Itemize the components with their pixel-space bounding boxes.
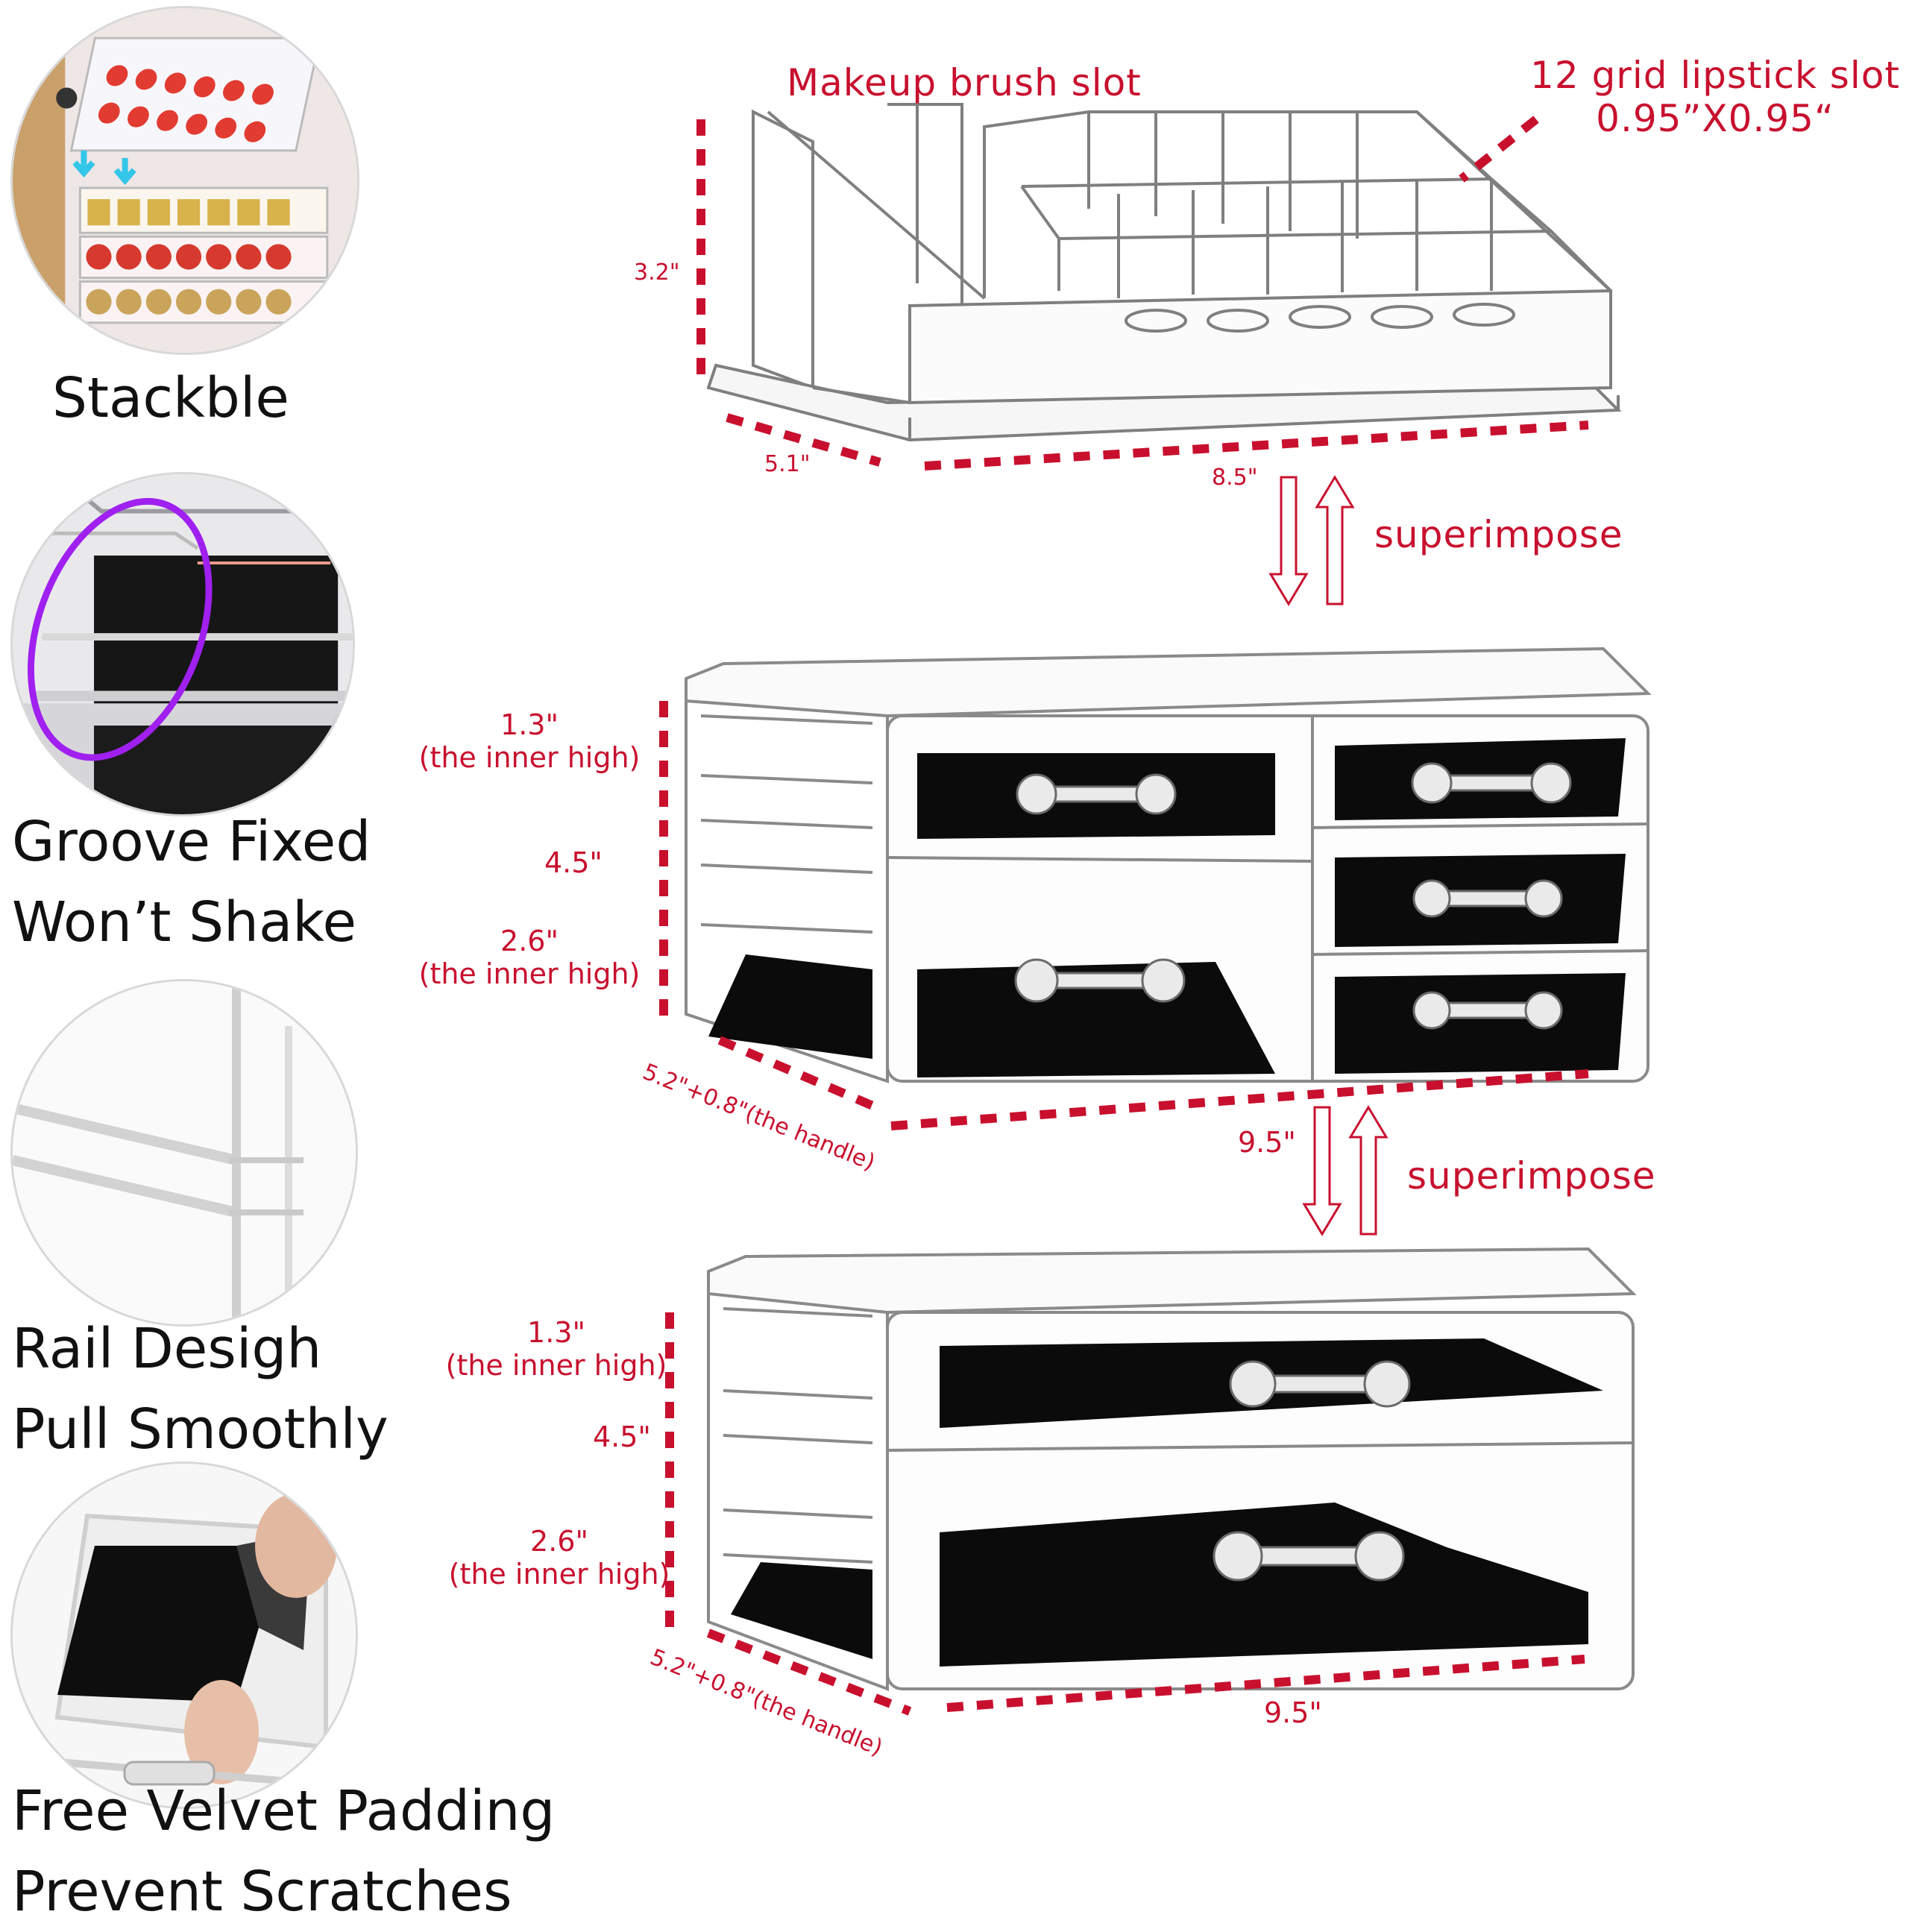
superimpose-arrows-icon	[1301, 1104, 1391, 1238]
bottom-bottom-drawer-value: 2.6"	[530, 1525, 588, 1558]
feature-caption-velvet: Free Velvet Padding Prevent Scratches	[12, 1771, 555, 1932]
superimpose-label: superimpose	[1374, 513, 1623, 556]
feature-caption-line: Rail Desigh	[12, 1317, 322, 1381]
feature-caption-line: Won’t Shake	[12, 890, 357, 954]
middle-top-drawer-value: 1.3"	[500, 708, 559, 741]
groove-photo-icon	[10, 472, 355, 816]
feature-caption-rail: Rail Desigh Pull Smoothly	[12, 1309, 389, 1470]
feature-caption-stackable: Stackble	[52, 358, 289, 438]
middle-drawer-unit	[679, 641, 1663, 1111]
superimpose-label: superimpose	[1407, 1154, 1656, 1198]
middle-top-drawer-note: (the inner high)	[418, 741, 641, 774]
feature-caption-groove: Groove Fixed Won’t Shake	[12, 802, 371, 963]
feature-caption-line: Groove Fixed	[12, 810, 371, 874]
middle-bottom-drawer-note: (the inner high)	[418, 957, 641, 990]
middle-top-drawer-height: 1.3" (the inner high)	[418, 708, 641, 774]
top-depth-label: 5.1"	[764, 451, 811, 477]
top-width-label: 8.5"	[1212, 465, 1258, 491]
bottom-total-height: 4.5"	[593, 1420, 651, 1453]
bottom-bottom-drawer-height: 2.6" (the inner high)	[447, 1525, 671, 1590]
rail-photo-icon	[10, 979, 358, 1327]
feature-caption-line: Free Velvet Padding	[12, 1779, 556, 1843]
feature-caption-line: Pull Smoothly	[12, 1397, 389, 1461]
feature-caption-line: Stackble	[52, 366, 289, 430]
middle-total-height: 4.5"	[544, 846, 603, 879]
middle-width-label: 9.5"	[1238, 1126, 1296, 1159]
lipstick-slot-label: 12 grid lipstick slot 0.95”X0.95“	[1521, 54, 1909, 140]
bottom-drawer-unit	[701, 1242, 1641, 1704]
top-organizer	[671, 97, 1655, 462]
middle-bottom-drawer-value: 2.6"	[500, 925, 559, 957]
bottom-top-drawer-height: 1.3" (the inner high)	[444, 1316, 668, 1382]
top-height-label: 3.2"	[634, 259, 680, 286]
stacking-photo-icon	[10, 6, 359, 355]
feature-caption-line: Prevent Scratches	[12, 1860, 512, 1924]
middle-bottom-drawer-height: 2.6" (the inner high)	[418, 925, 641, 990]
bottom-top-drawer-note: (the inner high)	[445, 1349, 667, 1382]
velvet-photo-icon	[10, 1461, 358, 1809]
superimpose-arrows-icon	[1268, 473, 1357, 608]
brush-slot-label: Makeup brush slot	[787, 61, 1142, 104]
bottom-top-drawer-value: 1.3"	[527, 1316, 585, 1349]
bottom-bottom-drawer-note: (the inner high)	[448, 1558, 670, 1590]
lipstick-slot-title: 12 grid lipstick slot	[1530, 54, 1900, 97]
bottom-width-label: 9.5"	[1264, 1696, 1322, 1729]
lipstick-slot-size: 0.95”X0.95“	[1596, 97, 1834, 140]
